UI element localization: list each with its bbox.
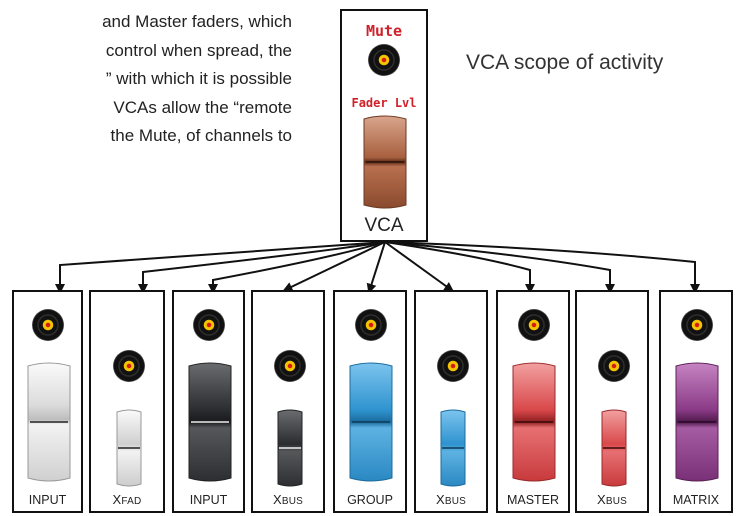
paragraph-line: ” with which it is possible (105, 69, 292, 89)
vca-fader[interactable] (362, 115, 408, 209)
channel-fader[interactable] (348, 362, 394, 482)
arrow-to-group (366, 241, 386, 294)
label-first-letter: X (112, 492, 122, 507)
label-rest: BUS (281, 496, 304, 507)
channel-label: INPUT (28, 493, 67, 507)
channel-fader[interactable] (600, 409, 628, 487)
channel-strip-matrix: MATRIX (659, 290, 733, 513)
label-rest: FAD (121, 496, 142, 507)
channel-label: XBUS (253, 492, 323, 507)
mute-knob[interactable] (598, 350, 630, 382)
arrow-to-xbus-1 (282, 241, 386, 292)
label-rest: BUS (605, 496, 628, 507)
channel-strip-xbus: XBUS (251, 290, 325, 513)
mute-knob[interactable] (681, 309, 713, 341)
channel-strip-xbus: XBUS (414, 290, 488, 513)
channel-fader[interactable] (187, 362, 233, 482)
channel-label: MATRIX (672, 493, 720, 507)
mute-label: Mute (365, 22, 403, 40)
paragraph-line: the Mute, of channels to (110, 126, 292, 146)
vca-strip: Mute Fader Lvl VCA (340, 9, 428, 242)
channel-strip-group: GROUP (333, 290, 407, 513)
arrow-to-input-1 (55, 241, 386, 294)
channel-fader[interactable] (439, 409, 467, 487)
paragraph-line: and Master faders, which (102, 12, 292, 31)
arrow-to-input-2 (208, 241, 386, 294)
paragraph-line: control when spread, the (105, 40, 292, 60)
description-paragraph: and Master faders, which control when sp… (12, 8, 292, 151)
channel-label: INPUT (189, 493, 228, 507)
arrow-to-matrix (384, 241, 700, 294)
label-first-letter: X (435, 492, 445, 507)
mute-knob[interactable] (193, 309, 225, 341)
channel-label: XBUS (577, 492, 647, 507)
mute-knob[interactable] (437, 350, 469, 382)
channel-strip-input: INPUT (172, 290, 245, 513)
label-rest: BUS (444, 496, 467, 507)
label-first-letter: X (596, 492, 606, 507)
channel-label: XFAD (91, 492, 163, 507)
arrow-to-xbus-2 (384, 241, 455, 292)
vca-label: VCA (364, 215, 404, 236)
mute-knob[interactable] (113, 350, 145, 382)
mute-knob[interactable] (355, 309, 387, 341)
arrow-to-xbus-3 (384, 241, 615, 294)
channel-fader[interactable] (115, 409, 143, 487)
channel-label: XBUS (416, 492, 486, 507)
arrow-to-master (384, 241, 535, 294)
channel-strip-xfad: XFAD (89, 290, 165, 513)
channel-strip-input: INPUT (12, 290, 83, 513)
scope-title: VCA scope of activity (466, 51, 664, 74)
vca-mute-knob[interactable] (368, 44, 400, 76)
mute-knob[interactable] (274, 350, 306, 382)
mute-knob[interactable] (518, 309, 550, 341)
mute-knob[interactable] (32, 309, 64, 341)
channel-fader[interactable] (276, 409, 304, 487)
channel-fader[interactable] (511, 362, 557, 482)
label-first-letter: X (272, 492, 282, 507)
channel-strip-xbus: XBUS (575, 290, 649, 513)
channel-label: GROUP (347, 493, 393, 507)
fader-level-label: Fader Lvl (351, 96, 417, 110)
channel-fader[interactable] (26, 362, 72, 482)
arrow-to-xfad (138, 241, 386, 294)
channel-fader[interactable] (674, 362, 720, 482)
paragraph-line: VCAs allow the “remote (113, 97, 292, 117)
channel-strip-master: MASTER (496, 290, 570, 513)
channel-label: MASTER (506, 493, 560, 507)
